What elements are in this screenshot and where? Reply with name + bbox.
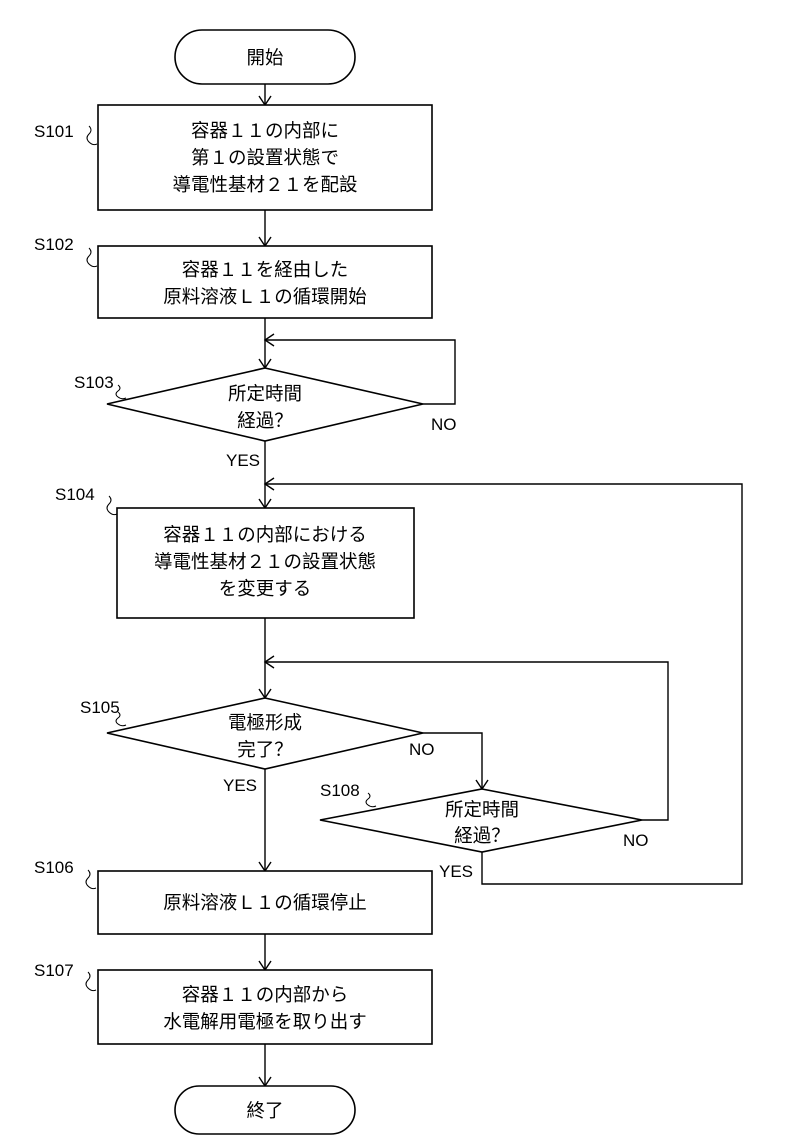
step-label-leader	[116, 385, 126, 399]
step-s107: S107 容器１１の内部から 水電解用電極を取り出す	[34, 961, 432, 1044]
decision-s105-line-1: 電極形成	[228, 713, 302, 734]
step-s107-line-2: 水電解用電極を取り出す	[163, 1012, 367, 1033]
decision-s103-line-1: 所定時間	[228, 384, 302, 405]
step-s101-id: S101	[34, 122, 74, 141]
decision-s103-yes-label: YES	[226, 451, 260, 470]
decision-s108-line-2: 経過？	[454, 826, 510, 847]
step-s101-line-3: 導電性基材２１を配設	[172, 175, 357, 196]
decision-s105-line-2: 完了？	[237, 740, 293, 761]
decision-s108-line-1: 所定時間	[445, 800, 519, 821]
step-s102: S102 容器１１を経由した 原料溶液Ｌ１の循環開始	[34, 235, 432, 318]
start-label: 開始	[246, 48, 283, 69]
step-s106: S106 原料溶液Ｌ１の循環停止	[34, 858, 432, 934]
decision-s108-no-label: NO	[623, 831, 649, 850]
step-s104-line-2: 導電性基材２１の設置状態	[154, 552, 376, 573]
step-s102-line-2: 原料溶液Ｌ１の循環開始	[163, 287, 367, 308]
step-s104-id: S104	[55, 485, 95, 504]
end-terminator: 終了	[175, 1086, 355, 1134]
step-label-leader	[86, 870, 96, 889]
decision-s103-id: S103	[74, 373, 114, 392]
step-label-leader	[366, 793, 376, 807]
step-s107-id: S107	[34, 961, 74, 980]
step-s104-line-3: を変更する	[219, 579, 312, 600]
decision-s105: S105 電極形成 完了？ NO YES	[80, 698, 435, 795]
step-s101: S101 容器１１の内部に 第１の設置状態で 導電性基材２１を配設	[34, 105, 432, 210]
step-s101-line-2: 第１の設置状態で	[191, 148, 339, 169]
step-label-leader	[107, 496, 117, 515]
step-s104: S104 容器１１の内部における 導電性基材２１の設置状態 を変更する	[55, 485, 414, 618]
end-label: 終了	[246, 1101, 283, 1122]
step-label-leader	[87, 248, 97, 267]
step-s106-id: S106	[34, 858, 74, 877]
decision-s108: S108 所定時間 経過？ NO YES	[320, 781, 649, 881]
decision-s105-yes-label: YES	[223, 776, 257, 795]
step-s107-line-1: 容器１１の内部から	[182, 985, 349, 1006]
step-s104-line-1: 容器１１の内部における	[163, 525, 367, 546]
decision-s108-yes-label: YES	[439, 862, 473, 881]
step-s102-line-1: 容器１１を経由した	[182, 260, 349, 281]
decision-s103-no-label: NO	[431, 415, 457, 434]
decision-s103-line-2: 経過？	[237, 411, 293, 432]
step-label-leader	[87, 126, 97, 145]
step-s106-line-1: 原料溶液Ｌ１の循環停止	[163, 893, 367, 914]
decision-s105-id: S105	[80, 698, 120, 717]
step-s101-line-1: 容器１１の内部に	[191, 121, 339, 142]
decision-s108-id: S108	[320, 781, 360, 800]
step-s102-id: S102	[34, 235, 74, 254]
start-terminator: 開始	[175, 30, 355, 84]
step-label-leader	[86, 972, 96, 991]
decision-s105-no-label: NO	[409, 740, 435, 759]
